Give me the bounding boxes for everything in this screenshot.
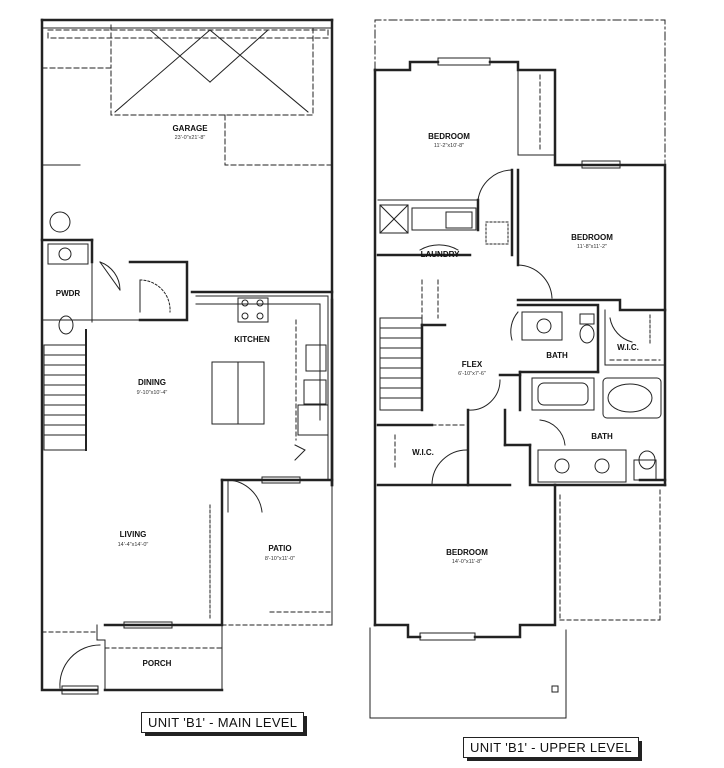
upper-level-room-labels: BEDROOM 11'-2"x10'-8" BEDROOM 11'-8"x11'…: [412, 132, 639, 565]
room-dims-flex: 6'-10"x7'-6": [458, 371, 486, 377]
room-label-living: LIVING: [120, 530, 147, 539]
bedroom-closet: [517, 69, 556, 156]
porch: [59, 624, 223, 695]
upper-stair: [379, 279, 447, 412]
room-label-wic-2: W.I.C.: [412, 448, 434, 457]
room-label-bath-2: BATH: [591, 432, 613, 441]
powder-room: [41, 243, 171, 335]
garage-house-wall: [40, 238, 334, 322]
room-label-flex: FLEX: [462, 360, 483, 369]
wic-1: [604, 309, 666, 366]
garage-dashed: [41, 24, 333, 166]
main-stair: [43, 329, 87, 451]
room-dims-garage: 23'-0"x21'-8": [175, 135, 206, 141]
room-label-bedroom-2: BEDROOM: [571, 233, 613, 242]
bath-2: [528, 377, 662, 487]
upper-outer-walls: [373, 60, 667, 639]
room-label-pwdr: PWDR: [56, 289, 81, 298]
room-label-kitchen: KITCHEN: [234, 335, 270, 344]
room-label-garage: GARAGE: [172, 124, 208, 133]
room-dims-bedroom-3: 14'-0"x11'-8": [452, 559, 482, 565]
room-label-laundry: LAUNDRY: [421, 250, 460, 259]
upper-windows: [419, 57, 621, 641]
upper-roof-outline: [374, 19, 666, 166]
laundry-area: [376, 168, 514, 257]
room-label-porch: PORCH: [143, 659, 172, 668]
room-label-dining: DINING: [138, 378, 166, 387]
kitchen-counters: [195, 295, 334, 487]
main-level-title: UNIT 'B1' - MAIN LEVEL: [141, 712, 308, 736]
flex-wic-2: [376, 373, 532, 487]
upper-level-plan: [369, 19, 667, 719]
main-level-plan: [40, 18, 334, 695]
main-level-room-labels: GARAGE 23'-0"x21'-8" PWDR KITCHEN DINING…: [56, 124, 295, 668]
living-patio-walls: [41, 476, 334, 691]
room-label-bedroom-1: BEDROOM: [428, 132, 470, 141]
room-dims-patio: 8'-10"x11'-0": [265, 556, 295, 562]
main-outer-walls: [40, 18, 334, 692]
bath-1: [510, 303, 600, 412]
room-label-bedroom-3: BEDROOM: [446, 548, 488, 557]
room-dims-dining: 9'-10"x10'-4": [137, 390, 168, 396]
upper-deck: [369, 478, 667, 719]
room-label-wic-1: W.I.C.: [617, 343, 639, 352]
bedroom2-walls: [516, 168, 667, 312]
room-label-patio: PATIO: [268, 544, 291, 553]
room-dims-bedroom-1: 11'-2"x10'-8": [434, 143, 464, 149]
water-heater: [49, 211, 71, 233]
bedroom2-door: [517, 264, 553, 299]
room-dims-living: 14'-4"x14'-0": [118, 542, 149, 548]
room-label-bath-1: BATH: [546, 351, 568, 360]
garage-roof-lines: [114, 29, 309, 113]
upper-level-title: UNIT 'B1' - UPPER LEVEL: [463, 737, 642, 761]
room-dims-bedroom-2: 11'-8"x11'-2": [577, 244, 607, 250]
